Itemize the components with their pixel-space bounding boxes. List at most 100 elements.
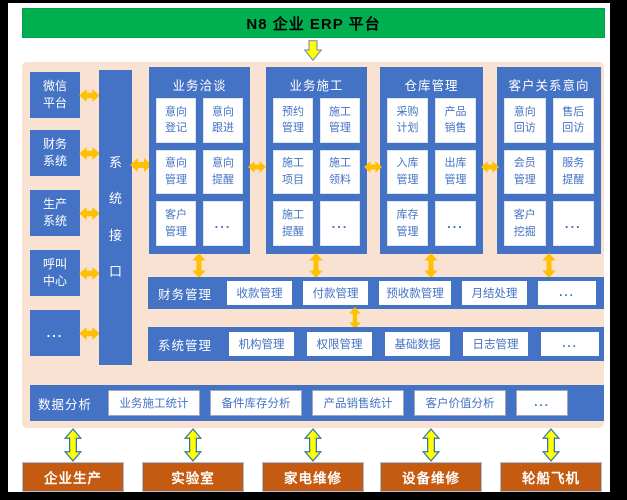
v-double-arrow-icon bbox=[423, 253, 439, 278]
row-item: 客户价值分析 bbox=[414, 390, 506, 416]
industry-label: 设备维修 bbox=[402, 471, 460, 486]
module-item: 意向 回访 bbox=[504, 98, 546, 143]
module-item: 施工 项目 bbox=[273, 149, 313, 195]
module-column-crm: 客户关系意向 意向 回访 售后 回访 会员 管理 服务 提醒 客户 挖掘 ... bbox=[497, 67, 601, 254]
module-title: 业务施工 bbox=[289, 78, 344, 93]
module-item: 库存 管理 bbox=[387, 201, 428, 246]
system-interface-label: 系 统 接 口 bbox=[108, 154, 122, 279]
row-item: 付款管理 bbox=[303, 281, 368, 305]
module-item: 意向 管理 bbox=[156, 149, 196, 195]
row-item: 基础数据 bbox=[385, 332, 450, 356]
module-title: 客户关系意向 bbox=[508, 78, 590, 93]
external-system-box-finance: 财务 系统 bbox=[30, 130, 80, 176]
v-double-arrow-icon bbox=[191, 253, 207, 278]
row-item: 收款管理 bbox=[227, 281, 292, 305]
external-system-box-wechat: 微信 平台 bbox=[30, 72, 80, 118]
h-double-arrow-icon bbox=[79, 267, 100, 280]
external-system-box-production: 生产 系统 bbox=[30, 190, 80, 236]
row-item: 业务施工统计 bbox=[108, 390, 200, 416]
module-item-grid: 意向 登记 意向 跟进 意向 管理 意向 提醒 客户 管理 ... bbox=[156, 98, 243, 246]
module-item: 预约 管理 bbox=[273, 98, 313, 143]
v-double-arrow-yellow-icon bbox=[422, 427, 440, 463]
module-item: 意向 提醒 bbox=[203, 149, 243, 195]
module-item: 意向 跟进 bbox=[203, 98, 243, 143]
row-item: 权限管理 bbox=[307, 332, 372, 356]
h-double-arrow-icon bbox=[364, 160, 382, 174]
module-item: 会员 管理 bbox=[504, 149, 546, 195]
module-item: 施工 管理 bbox=[320, 98, 360, 143]
module-item: 入库 管理 bbox=[387, 149, 428, 195]
module-item: 产品 销售 bbox=[435, 98, 476, 143]
row-item: 日志管理 bbox=[463, 332, 528, 356]
industry-label: 实验室 bbox=[171, 471, 215, 486]
module-item-grid: 预约 管理 施工 管理 施工 项目 施工 领料 施工 提醒 ... bbox=[273, 98, 360, 246]
row-item-more: ... bbox=[541, 332, 599, 356]
external-system-box-callcenter: 呼叫 中心 bbox=[30, 250, 80, 296]
external-system-label: 微信 平台 bbox=[42, 78, 67, 110]
platform-title: N8 企业 ERP 平台 bbox=[246, 15, 381, 33]
module-title: 业务洽谈 bbox=[172, 78, 227, 93]
row-item: 预收款管理 bbox=[379, 281, 451, 305]
industry-box-enterprise: 企业生产 bbox=[22, 462, 124, 492]
h-double-arrow-icon bbox=[130, 157, 152, 173]
module-item-more: ... bbox=[203, 201, 243, 246]
v-double-arrow-yellow-icon bbox=[304, 427, 322, 463]
v-double-arrow-icon bbox=[347, 307, 363, 329]
module-item-more: ... bbox=[552, 201, 594, 246]
module-item: 意向 登记 bbox=[156, 98, 196, 143]
external-system-label: 生产 系统 bbox=[42, 196, 67, 228]
industry-label: 家电维修 bbox=[284, 471, 342, 486]
module-item: 出库 管理 bbox=[435, 149, 476, 195]
module-item-grid: 意向 回访 售后 回访 会员 管理 服务 提醒 客户 挖掘 ... bbox=[504, 98, 594, 246]
module-item: 客户 挖掘 bbox=[504, 201, 546, 246]
module-item: 施工 领料 bbox=[320, 149, 360, 195]
row-item: 月结处理 bbox=[462, 281, 527, 305]
finance-management-row: 财务管理 收款管理 付款管理 预收款管理 月结处理 ... bbox=[148, 277, 604, 309]
external-system-box-more: ... bbox=[30, 310, 80, 356]
module-column-construction: 业务施工 预约 管理 施工 管理 施工 项目 施工 领料 施工 提醒 ... bbox=[266, 67, 367, 254]
h-double-arrow-icon bbox=[79, 327, 100, 340]
external-system-label: 呼叫 中心 bbox=[42, 256, 67, 288]
system-management-row: 系统管理 机构管理 权限管理 基础数据 日志管理 ... bbox=[148, 327, 604, 361]
system-interface-box: 系 统 接 口 bbox=[99, 70, 132, 365]
external-system-label: ... bbox=[46, 324, 64, 340]
external-system-label: 财务 系统 bbox=[42, 136, 67, 168]
row-item-more: ... bbox=[538, 281, 596, 305]
industry-label: 轮船飞机 bbox=[522, 471, 580, 486]
h-double-arrow-icon bbox=[79, 207, 100, 220]
v-double-arrow-yellow-icon bbox=[64, 427, 82, 463]
v-double-arrow-icon bbox=[308, 253, 324, 278]
h-double-arrow-icon bbox=[79, 89, 100, 102]
module-item-more: ... bbox=[435, 201, 476, 246]
banner-down-arrow-icon bbox=[304, 40, 322, 61]
row-item-more: ... bbox=[516, 390, 568, 416]
industry-box-ship-aircraft: 轮船飞机 bbox=[500, 462, 602, 492]
module-item: 客户 管理 bbox=[156, 201, 196, 246]
module-item-more: ... bbox=[320, 201, 360, 246]
row-item: 机构管理 bbox=[229, 332, 294, 356]
v-double-arrow-yellow-icon bbox=[542, 427, 560, 463]
module-item: 采购 计划 bbox=[387, 98, 428, 143]
module-column-negotiation: 业务洽谈 意向 登记 意向 跟进 意向 管理 意向 提醒 客户 管理 ... bbox=[149, 67, 250, 254]
h-double-arrow-icon bbox=[79, 147, 100, 160]
platform-title-banner: N8 企业 ERP 平台 bbox=[22, 8, 605, 38]
data-analysis-row: 数据分析 业务施工统计 备件库存分析 产品销售统计 客户价值分析 ... bbox=[30, 385, 604, 421]
industry-box-equipment-repair: 设备维修 bbox=[380, 462, 482, 492]
row-title: 数据分析 bbox=[38, 397, 93, 412]
h-double-arrow-icon bbox=[481, 160, 499, 174]
industry-box-appliance-repair: 家电维修 bbox=[262, 462, 364, 492]
row-item: 备件库存分析 bbox=[210, 390, 302, 416]
row-item: 产品销售统计 bbox=[312, 390, 404, 416]
industry-box-laboratory: 实验室 bbox=[142, 462, 244, 492]
v-double-arrow-icon bbox=[541, 253, 557, 278]
v-double-arrow-yellow-icon bbox=[184, 427, 202, 463]
industry-label: 企业生产 bbox=[44, 471, 102, 486]
row-title: 财务管理 bbox=[158, 287, 213, 302]
row-title: 系统管理 bbox=[158, 338, 213, 353]
module-item: 服务 提醒 bbox=[552, 149, 594, 195]
h-double-arrow-icon bbox=[248, 160, 266, 174]
module-title: 仓库管理 bbox=[404, 78, 459, 93]
module-item: 施工 提醒 bbox=[273, 201, 313, 246]
module-item: 售后 回访 bbox=[552, 98, 594, 143]
